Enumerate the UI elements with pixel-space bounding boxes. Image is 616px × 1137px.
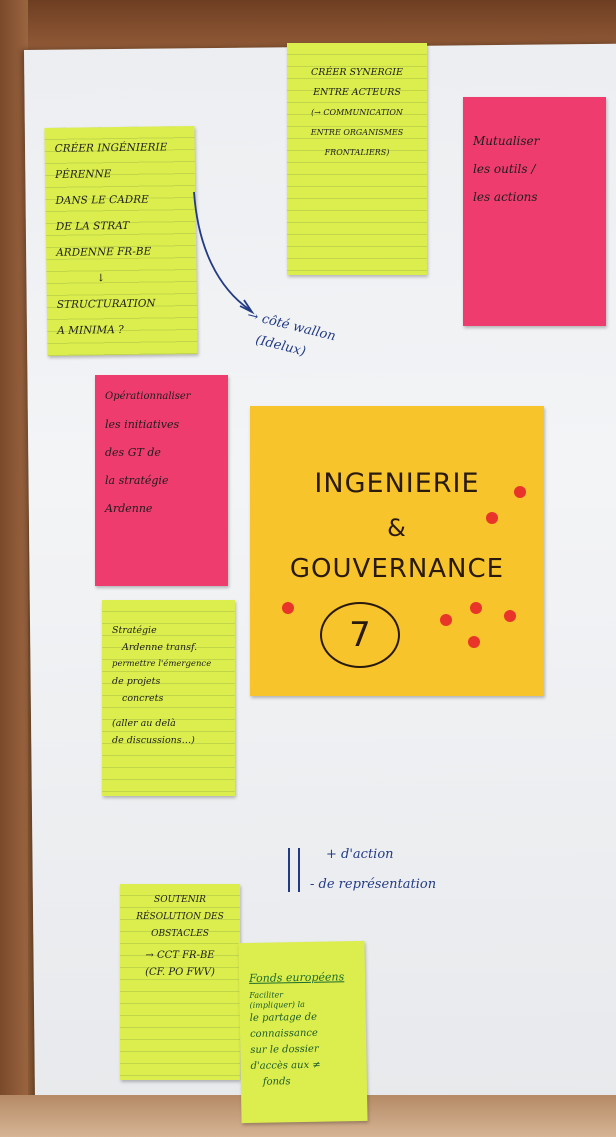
sticky-note-strategie-ardenne: Stratégie Ardenne transf. permettre l'ém… bbox=[102, 600, 235, 796]
note-line: connaissance bbox=[249, 1027, 318, 1040]
note-line: entre organismes bbox=[310, 128, 404, 137]
note-line: Opérationnaliser bbox=[105, 391, 191, 402]
note-line: Ardenne FR-BE bbox=[56, 245, 152, 259]
note-line: (cf. PO FWV) bbox=[145, 967, 215, 978]
note-line: les actions bbox=[473, 190, 538, 204]
note-line: Stratégie bbox=[112, 625, 157, 636]
note-line: les initiatives bbox=[105, 418, 180, 431]
note-line: d'accès aux ≠ bbox=[250, 1059, 321, 1072]
note-line: (→ communication bbox=[311, 108, 403, 117]
note-title-line: INGENIERIE bbox=[314, 468, 480, 499]
note-line: entre acteurs bbox=[313, 87, 401, 98]
note-line: frontaliers) bbox=[324, 148, 390, 157]
double-bar-mark bbox=[288, 848, 300, 892]
note-line: pérenne bbox=[54, 168, 112, 181]
note-line: de discussions…) bbox=[112, 735, 195, 746]
note-title-line: GOUVERNANCE bbox=[289, 554, 505, 584]
sticky-note-synergie: Créer synergie entre acteurs (→ communic… bbox=[287, 43, 427, 275]
note-line: résolution des bbox=[136, 912, 224, 922]
note-line: dans le cadre bbox=[55, 193, 149, 207]
sticky-note-operationnaliser: Opérationnaliser les initiatives des GT … bbox=[95, 375, 228, 586]
note-line: ↓ bbox=[96, 272, 106, 285]
annotation-line: + d'action bbox=[326, 847, 394, 862]
note-title-line: & bbox=[387, 514, 407, 542]
note-line: a minima ? bbox=[57, 323, 124, 337]
sticky-note-ingenierie-gouvernance: INGENIERIE & GOUVERNANCE 7 bbox=[250, 406, 544, 696]
vote-count-circle: 7 bbox=[320, 602, 400, 668]
note-line: Créer ingénierie bbox=[54, 141, 168, 155]
note-line: (aller au delà bbox=[112, 718, 176, 729]
sticky-note-fonds-europeens: Fonds européens Faciliter (impliquer) la… bbox=[238, 940, 368, 1124]
note-line: obstacles bbox=[151, 929, 209, 939]
vote-dot bbox=[468, 636, 480, 648]
sticky-note-ingenierie-perenne: Créer ingénierie pérenne dans le cadre d… bbox=[44, 125, 198, 357]
note-line: Ardenne transf. bbox=[122, 642, 198, 653]
arrow-annotation bbox=[193, 191, 255, 315]
note-line: Fonds européens bbox=[248, 970, 345, 985]
note-line: de la strat bbox=[55, 219, 130, 233]
note-line: concrets bbox=[122, 693, 164, 704]
vote-dot bbox=[282, 602, 294, 614]
note-line: de projets bbox=[112, 676, 161, 687]
note-line: la stratégie bbox=[105, 474, 169, 487]
note-line: permettre l'émergence bbox=[112, 659, 212, 669]
note-line: le partage de bbox=[249, 1011, 318, 1024]
annotation-line: - de représentation bbox=[310, 877, 437, 892]
note-line: des GT de bbox=[105, 446, 161, 459]
side-annotation-action: + d'action - de représentation bbox=[310, 840, 436, 900]
note-line: les outils / bbox=[473, 162, 536, 176]
note-line: → CCT FR-BE bbox=[145, 950, 215, 961]
vote-dot bbox=[514, 486, 526, 498]
sticky-note-mutualiser: Mutualiser les outils / les actions bbox=[463, 97, 606, 326]
note-line: Ardenne bbox=[105, 502, 153, 515]
note-line: structuration bbox=[56, 297, 156, 311]
note-line: Soutenir bbox=[154, 895, 206, 905]
note-line: Mutualiser bbox=[473, 134, 540, 148]
vote-dot bbox=[470, 602, 482, 614]
note-line: sur le dossier bbox=[250, 1043, 319, 1056]
sticky-note-soutenir-resolution: Soutenir résolution des obstacles → CCT … bbox=[120, 884, 240, 1080]
wooden-table-left bbox=[0, 0, 28, 1137]
vote-dot bbox=[486, 512, 498, 524]
vote-dot bbox=[504, 610, 516, 622]
note-line: fonds bbox=[262, 1076, 291, 1088]
note-line: Créer synergie bbox=[311, 67, 403, 78]
vote-dot bbox=[440, 614, 452, 626]
